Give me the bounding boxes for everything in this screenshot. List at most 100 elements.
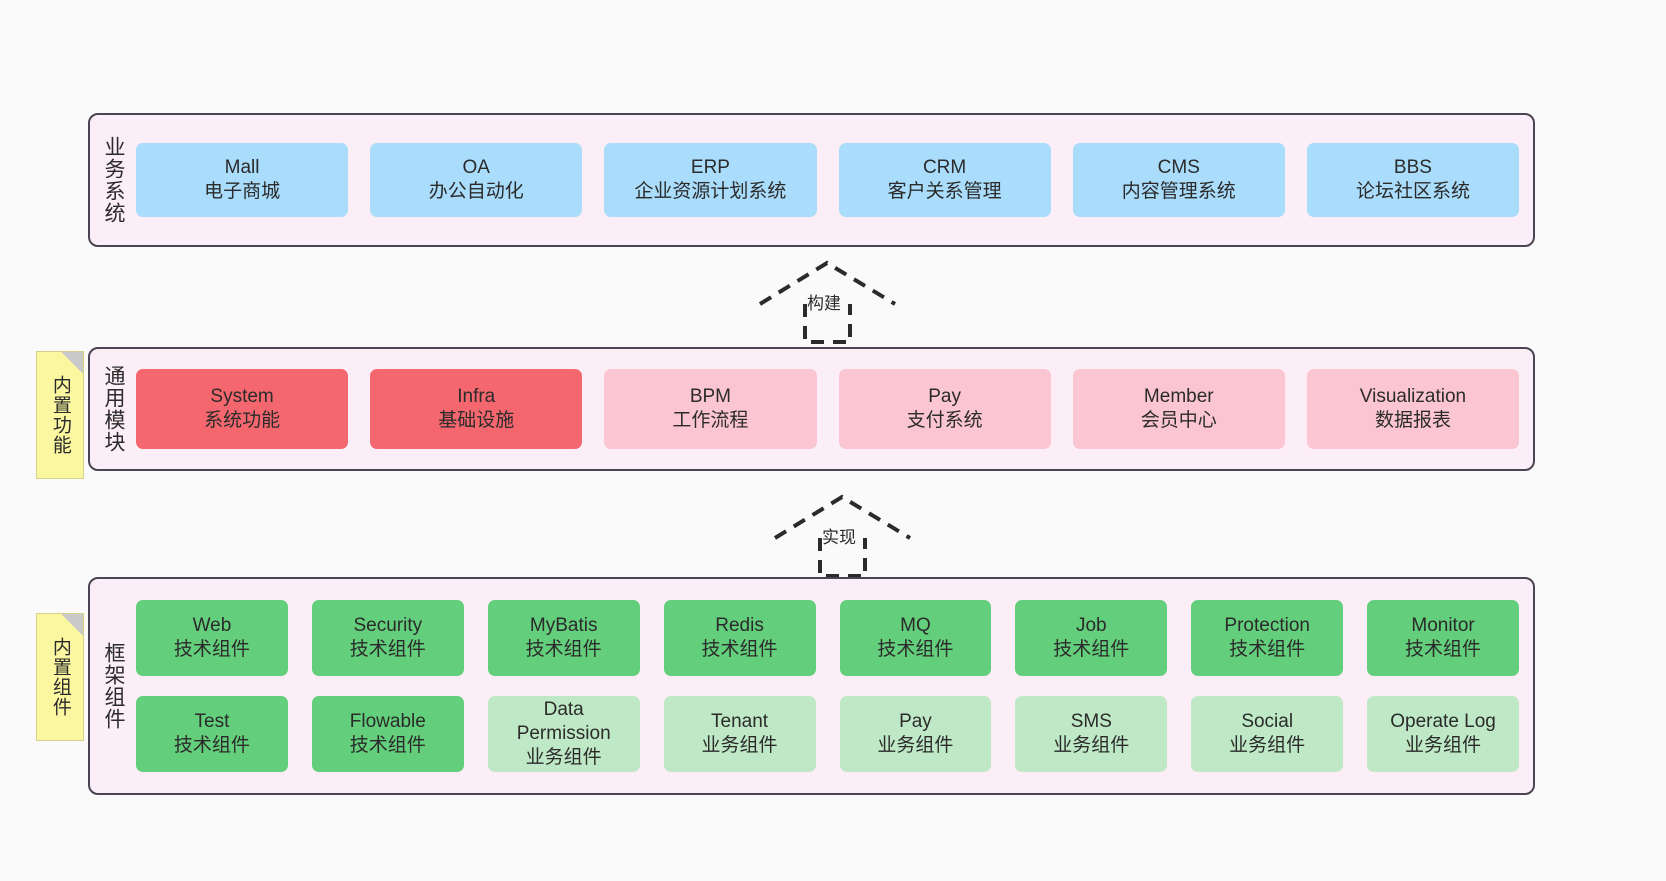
card-title: OA: [462, 157, 490, 179]
card-job[interactable]: Job 技术组件: [1015, 600, 1168, 676]
card-title: MyBatis: [529, 615, 598, 637]
card-title: Member: [1143, 386, 1214, 408]
card-redis[interactable]: Redis 技术组件: [663, 600, 816, 676]
card-mybatis[interactable]: MyBatis 技术组件: [487, 600, 640, 676]
card-bbs[interactable]: BBS 论坛社区系统: [1306, 143, 1520, 217]
card-subtitle: 论坛社区系统: [1355, 181, 1470, 202]
card-title: Infra: [457, 386, 496, 408]
card-subtitle: 业务组件: [1405, 735, 1482, 756]
card-subtitle: 技术组件: [877, 639, 954, 660]
card-subtitle: 基础设施: [438, 410, 515, 431]
card-title: MQ: [900, 615, 931, 637]
layer-body-framework: Web 技术组件 Security 技术组件 MyBatis 技术组件 Redi…: [136, 579, 1533, 793]
card-mall[interactable]: Mall 电子商城: [136, 143, 349, 217]
card-row: System 系统功能 Infra 基础设施 BPM 工作流程 Pay 支付系统…: [136, 369, 1520, 449]
card-subtitle: 工作流程: [672, 410, 749, 431]
card-subtitle: 技术组件: [173, 639, 250, 660]
card-subtitle: 技术组件: [1405, 639, 1482, 660]
layer-title-business: 业务系统: [101, 136, 125, 224]
card-title: Redis: [715, 615, 764, 637]
connector-implement-label: 实现: [822, 528, 856, 547]
note-label: 内置功能: [49, 375, 71, 455]
card-security[interactable]: Security 技术组件: [311, 600, 464, 676]
card-title: CRM: [922, 157, 967, 179]
card-subtitle: 技术组件: [173, 735, 250, 756]
card-title: Visualization: [1359, 386, 1467, 408]
layer-framework-components: 框架组件 Web 技术组件 Security 技术组件 MyBatis 技术组件…: [88, 577, 1535, 795]
card-title: Mall: [224, 157, 260, 179]
card-title: Tenant: [711, 711, 769, 733]
card-pay[interactable]: Pay 支付系统: [838, 369, 1051, 449]
card-monitor[interactable]: Monitor 技术组件: [1367, 600, 1519, 676]
card-title: Protection: [1224, 615, 1310, 637]
card-title: Security: [353, 615, 423, 637]
card-subtitle: 业务组件: [525, 746, 602, 768]
card-subtitle: 企业资源计划系统: [634, 181, 787, 202]
note-fold-icon: [61, 614, 83, 636]
card-mq[interactable]: MQ 技术组件: [839, 600, 992, 676]
card-subtitle: 电子商城: [204, 181, 281, 202]
layer-title-modules: 通用模块: [101, 365, 125, 453]
card-title: Data Permission: [516, 699, 611, 745]
card-sms[interactable]: SMS 业务组件: [1015, 696, 1168, 772]
card-subtitle: 技术组件: [1053, 639, 1130, 660]
card-title: Social: [1241, 711, 1294, 733]
card-subtitle: 技术组件: [349, 639, 426, 660]
card-flowable[interactable]: Flowable 技术组件: [311, 696, 464, 772]
card-subtitle: 业务组件: [701, 735, 778, 756]
card-row: Mall 电子商城 OA 办公自动化 ERP 企业资源计划系统 CRM 客户关系…: [136, 143, 1520, 217]
card-subtitle: 内容管理系统: [1121, 181, 1236, 202]
card-protection[interactable]: Protection 技术组件: [1191, 600, 1344, 676]
card-member[interactable]: Member 会员中心: [1072, 369, 1285, 449]
layer-body-modules: System 系统功能 Infra 基础设施 BPM 工作流程 Pay 支付系统…: [136, 349, 1533, 469]
card-subtitle: 技术组件: [349, 735, 426, 756]
card-subtitle: 技术组件: [701, 639, 778, 660]
card-title: SMS: [1070, 711, 1112, 733]
card-test[interactable]: Test 技术组件: [136, 696, 288, 772]
card-operate-log[interactable]: Operate Log 业务组件: [1367, 696, 1519, 772]
note-label: 内置组件: [49, 637, 71, 717]
card-pay-component[interactable]: Pay 业务组件: [839, 696, 992, 772]
card-data-permission[interactable]: Data Permission 业务组件: [487, 696, 640, 772]
card-infra[interactable]: Infra 基础设施: [370, 369, 583, 449]
card-title: Job: [1075, 615, 1107, 637]
card-title: Flowable: [349, 711, 426, 733]
layer-common-modules: 通用模块 System 系统功能 Infra 基础设施 BPM 工作流程 Pay…: [88, 347, 1535, 471]
card-subtitle: 数据报表: [1374, 410, 1451, 431]
card-title: ERP: [690, 157, 730, 179]
card-title: BBS: [1393, 157, 1432, 179]
card-subtitle: 办公自动化: [428, 181, 524, 202]
card-cms[interactable]: CMS 内容管理系统: [1072, 143, 1285, 217]
card-erp[interactable]: ERP 企业资源计划系统: [604, 143, 817, 217]
card-title: BPM: [689, 386, 732, 408]
card-subtitle: 会员中心: [1140, 410, 1217, 431]
card-title: Operate Log: [1390, 711, 1496, 733]
card-system[interactable]: System 系统功能: [136, 369, 349, 449]
card-visualization[interactable]: Visualization 数据报表: [1306, 369, 1520, 449]
layer-title-framework: 框架组件: [101, 642, 125, 730]
card-title: Pay: [928, 386, 961, 408]
card-tenant[interactable]: Tenant 业务组件: [663, 696, 816, 772]
card-row: Web 技术组件 Security 技术组件 MyBatis 技术组件 Redi…: [136, 600, 1519, 676]
card-subtitle: 技术组件: [525, 639, 602, 660]
card-bpm[interactable]: BPM 工作流程: [604, 369, 817, 449]
note-builtin-components: 内置组件: [36, 613, 84, 741]
card-subtitle: 技术组件: [1229, 639, 1306, 660]
layer-body-business: Mall 电子商城 OA 办公自动化 ERP 企业资源计划系统 CRM 客户关系…: [136, 115, 1533, 245]
card-crm[interactable]: CRM 客户关系管理: [838, 143, 1051, 217]
card-subtitle: 业务组件: [1053, 735, 1130, 756]
layer-business-systems: 业务系统 Mall 电子商城 OA 办公自动化 ERP 企业资源计划系统 CRM…: [88, 113, 1535, 247]
card-title: System: [210, 386, 274, 408]
card-subtitle: 支付系统: [906, 410, 983, 431]
card-title: Monitor: [1411, 615, 1475, 637]
note-fold-icon: [61, 352, 83, 374]
card-title: CMS: [1157, 157, 1200, 179]
card-web[interactable]: Web 技术组件: [136, 600, 288, 676]
card-social[interactable]: Social 业务组件: [1191, 696, 1344, 772]
card-title: Pay: [899, 711, 932, 733]
card-subtitle: 系统功能: [204, 410, 281, 431]
card-subtitle: 业务组件: [877, 735, 954, 756]
card-title: Test: [194, 711, 230, 733]
card-oa[interactable]: OA 办公自动化: [370, 143, 583, 217]
